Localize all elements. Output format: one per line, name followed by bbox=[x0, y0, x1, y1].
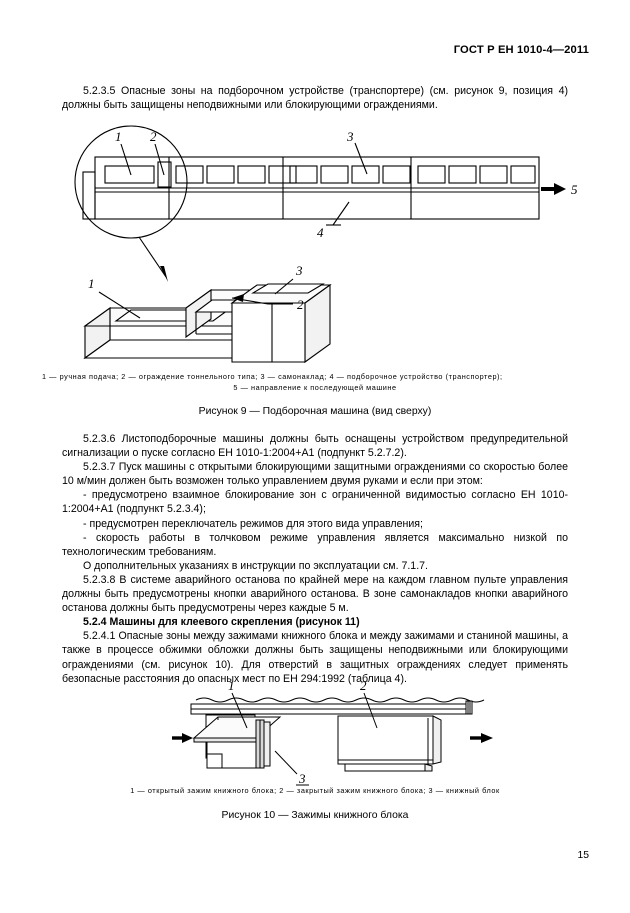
paragraph-5-2-3-7: 5.2.3.7 Пуск машины с открытыми блокирую… bbox=[62, 461, 568, 488]
paragraph-5-2-3-5: 5.2.3.5 Опасные зоны на подборочном устр… bbox=[62, 85, 568, 112]
figure-10-legend: 1 — открытый зажим книжного блока; 2 — з… bbox=[80, 786, 550, 797]
figure-9-legend-line-1: 1 — ручная подача; 2 — ограждение тоннел… bbox=[42, 372, 503, 381]
page-header-standard-number: ГОСТ Р ЕН 1010-4—2011 bbox=[453, 44, 589, 56]
closed-clamp-assembly bbox=[337, 715, 442, 772]
figure-9: 1 2 3 4 5 1 2 3 1 — ручная подача; 2 — о… bbox=[0, 122, 630, 417]
main-text-block: 5.2.3.6 Листоподборочные машины должны б… bbox=[62, 432, 568, 686]
page-number: 15 bbox=[577, 850, 589, 861]
figure-10-artwork: 1 2 3 bbox=[0, 676, 630, 786]
figure-10-label-2: 2 bbox=[360, 678, 367, 693]
figure-9-drawing: 1 2 3 4 5 1 2 3 bbox=[74, 125, 578, 364]
direction-arrow-5 bbox=[541, 183, 566, 195]
figure-9-label-5: 5 bbox=[571, 182, 578, 197]
figure-9-artwork: 1 2 3 4 5 1 2 3 bbox=[0, 122, 630, 372]
paragraph-5-2-3-6: 5.2.3.6 Листоподборочные машины должны б… bbox=[62, 433, 568, 460]
paragraph-5-2-3-8: 5.2.3.8 В системе аварийного останова по… bbox=[62, 573, 568, 615]
bullet-item-3: - скорость работы в толчковом режиме упр… bbox=[62, 531, 568, 558]
bullet-item-2: - предусмотрен переключатель режимов для… bbox=[83, 517, 423, 530]
figure-9-label-1: 1 bbox=[115, 129, 122, 144]
figure-9-label-2: 2 bbox=[150, 129, 157, 144]
figure-9-caption: Рисунок 9 — Подборочная машина (вид свер… bbox=[198, 406, 432, 417]
figure-9-label-4: 4 bbox=[317, 225, 324, 240]
open-clamp-assembly bbox=[192, 714, 282, 769]
figure-10-label-1: 1 bbox=[228, 678, 235, 693]
intro-text-block: 5.2.3.5 Опасные зоны на подборочном устр… bbox=[62, 84, 568, 112]
paragraph-note: О дополнительных указаниях в инструкции … bbox=[83, 559, 428, 572]
right-direction-arrow bbox=[470, 733, 493, 743]
figure-9-detail-label-3: 3 bbox=[295, 263, 303, 278]
paragraph-5-2-4-1: 5.2.4.1 Опасные зоны между зажимами книж… bbox=[62, 630, 568, 685]
figure-9-isometric-detail bbox=[83, 278, 332, 364]
figure-10-label-3: 3 bbox=[298, 771, 306, 786]
left-direction-arrow bbox=[172, 733, 193, 743]
bullet-item-1: - предусмотрено взаимное блокирование зо… bbox=[62, 489, 568, 516]
figure-10: 1 2 3 1 — открытый зажим книжного блока;… bbox=[0, 676, 630, 821]
figure-10-legend-line-1: 1 — открытый зажим книжного блока; 2 — з… bbox=[130, 786, 500, 795]
figure-9-label-3: 3 bbox=[346, 129, 354, 144]
heading-5-2-4: 5.2.4 Машины для клеевого скрепления (ри… bbox=[83, 616, 360, 629]
detail-circle-callout bbox=[74, 125, 188, 239]
figure-9-detail-label-1: 1 bbox=[88, 276, 95, 291]
figure-10-caption: Рисунок 10 — Зажимы книжного блока bbox=[221, 809, 409, 821]
figure-9-legend-line-2: 5 — направление к последующей машине bbox=[233, 382, 397, 392]
figure-9-legend: 1 — ручная подача; 2 — ограждение тоннел… bbox=[42, 372, 588, 393]
figure-10-drawing: 1 2 3 bbox=[172, 678, 493, 786]
figure-9-detail-label-2: 2 bbox=[297, 297, 304, 312]
